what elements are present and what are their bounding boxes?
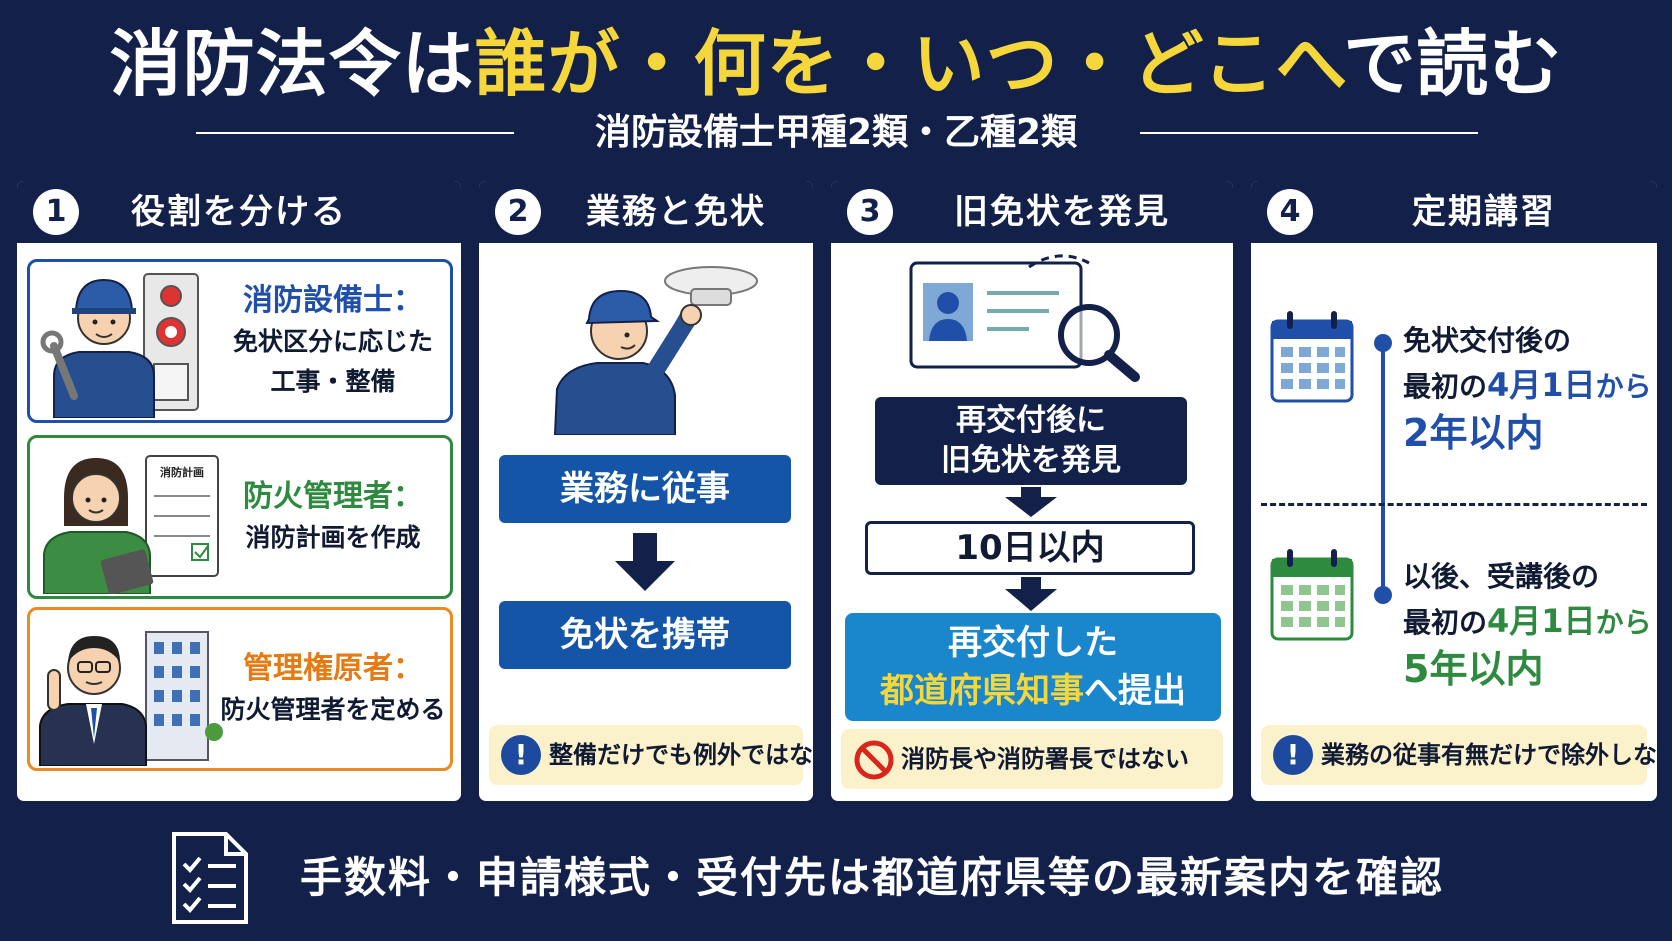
exclamation-icon: !: [501, 735, 541, 775]
title-part-3: で読む: [1343, 22, 1563, 106]
role-description: 防火管理者を定める: [220, 695, 446, 724]
date-highlight: 4月1日: [1487, 602, 1596, 640]
step-number: 4: [1267, 189, 1313, 235]
calendar-icon: [1270, 549, 1354, 641]
step-submit-to-governor: 再交付した 都道府県知事へ提出: [845, 613, 1221, 721]
period-deadline: 2年以内: [1403, 411, 1544, 455]
panel-title: 定期講習: [1412, 192, 1556, 232]
title-part-1: 消防法令は: [109, 22, 475, 106]
period-deadline: 5年以内: [1403, 647, 1544, 691]
role-description: 消防計画を作成: [245, 523, 421, 552]
period-text-part: から: [1595, 370, 1652, 403]
step-line: 再交付した: [948, 623, 1118, 663]
role-text: 消防設備士： 免状区分に応じた 工事・整備: [220, 262, 446, 420]
subtitle-row: 消防設備士甲種2類・乙種2類: [0, 108, 1672, 158]
businessman-and-building-icon: [39, 631, 223, 766]
divider: [1261, 503, 1647, 506]
panel-title: 業務と免状: [586, 192, 766, 232]
footer-text: 手数料・申請様式・受付先は都道府県等の最新案内を確認: [300, 853, 1445, 902]
role-name: 防火管理者：: [243, 479, 423, 514]
exclamation-icon: !: [1273, 735, 1313, 775]
period-line: 以後、受講後の: [1403, 560, 1600, 593]
step-line: 再交付後に: [956, 403, 1106, 438]
panel-periodic-training: 4 定期講習 免状交付後の 最初の4月1日から 2年以内: [1248, 178, 1660, 804]
panel-header: 4 定期講習: [1251, 181, 1657, 243]
step-number: 1: [33, 189, 79, 235]
technician-servicing-smoke-detector-icon: [553, 266, 758, 435]
deadline-ten-days: 10日以内: [865, 521, 1195, 575]
note-box: 消防長や消防署長ではない: [841, 729, 1223, 789]
step-number: 2: [495, 189, 541, 235]
subtitle: 消防設備士甲種2類・乙種2類: [594, 112, 1078, 153]
period-line: 免状交付後の: [1403, 324, 1572, 357]
panel-old-license-found: 3 旧免状を発見 再交付後に 旧免状を発見 10日以内 再交付した 都道府県知事…: [828, 178, 1236, 804]
header: 消防法令は誰が・何を・いつ・どこへで読む 消防設備士甲種2類・乙種2類: [0, 0, 1672, 170]
timeline-connector: [1374, 334, 1392, 604]
period-line: 最初の4月1日から: [1403, 599, 1652, 645]
checklist-icon: [172, 832, 248, 924]
arrow-down-icon: [615, 533, 675, 591]
period-text-part: から: [1595, 606, 1652, 639]
step-carry-license: 免状を携帯: [499, 601, 791, 669]
license-card-magnifier-icon: [909, 254, 1140, 382]
note-text: 消防長や消防署長ではない: [901, 745, 1189, 773]
panel-header: 3 旧免状を発見: [831, 181, 1233, 243]
role-name: 消防設備士：: [243, 283, 423, 318]
footer: 手数料・申請様式・受付先は都道府県等の最新案内を確認: [0, 814, 1672, 941]
prohibited-icon: [854, 740, 894, 780]
panel-roles: 1 役割を分ける 消防設備士： 免状区分に応じた 工事・整備: [14, 178, 464, 804]
calendar-icon: [1270, 311, 1354, 403]
manager-with-clipboard-icon: 消防計画: [43, 455, 219, 594]
subtitle-divider-right: [1140, 132, 1478, 134]
role-card-fire-prevention-manager: 消防計画 防火管理者： 消防計画を作成: [27, 435, 453, 599]
panel-header: 2 業務と免状: [479, 181, 813, 243]
period-line: 最初の4月1日から: [1403, 363, 1652, 409]
role-card-fire-equipment-engineer: 消防設備士： 免状区分に応じた 工事・整備: [27, 259, 453, 423]
panel-work-and-license: 2 業務と免状 業務に従事 免状を携帯 ! 整備だけでも例外ではない: [476, 178, 816, 804]
subtitle-divider-left: [196, 132, 514, 134]
highlight-governor: 都道府県知事: [880, 671, 1084, 711]
title-highlight: 誰が・何を・いつ・どこへ: [474, 22, 1344, 106]
role-description-2: 工事・整備: [270, 367, 396, 396]
period-text-part: 最初の: [1403, 606, 1488, 639]
arrow-down-icon: [1005, 577, 1057, 611]
period-subsequent-training: 以後、受講後の 最初の4月1日から 5年以内: [1403, 555, 1652, 693]
role-description: 免状区分に応じた: [232, 327, 433, 356]
note-text: 業務の従事有無だけで除外しない: [1321, 741, 1660, 769]
period-first-training: 免状交付後の 最初の4月1日から 2年以内: [1403, 319, 1652, 457]
panel-title: 旧免状を発見: [954, 192, 1170, 232]
role-name: 管理権原者：: [243, 651, 423, 686]
step-find-old-license: 再交付後に 旧免状を発見: [875, 397, 1187, 485]
step-line: 旧免状を発見: [941, 443, 1121, 478]
period-text-part: 最初の: [1403, 370, 1488, 403]
step-line-rest: へ提出: [1084, 671, 1186, 711]
step-engage-in-work: 業務に従事: [499, 455, 791, 523]
role-card-management-authority: 管理権原者： 防火管理者を定める: [27, 607, 453, 771]
note-box: ! 業務の従事有無だけで除外しない: [1261, 725, 1660, 785]
note-box: ! 整備だけでも例外ではない: [489, 725, 816, 785]
arrow-down-icon: [1005, 487, 1057, 517]
step-line: 都道府県知事へ提出: [845, 667, 1221, 715]
step-number: 3: [847, 189, 893, 235]
note-text: 整備だけでも例外ではない: [549, 741, 816, 769]
clipboard-label: 消防計画: [160, 465, 204, 479]
role-text: 防火管理者： 消防計画を作成: [220, 438, 446, 596]
role-text: 管理権原者： 防火管理者を定める: [220, 610, 446, 768]
panel-header: 1 役割を分ける: [17, 181, 461, 243]
date-highlight: 4月1日: [1487, 366, 1596, 404]
engineer-with-wrench-icon: [40, 273, 199, 418]
page-title: 消防法令は誰が・何を・いつ・どこへで読む: [0, 16, 1672, 112]
panel-title: 役割を分ける: [131, 192, 347, 232]
